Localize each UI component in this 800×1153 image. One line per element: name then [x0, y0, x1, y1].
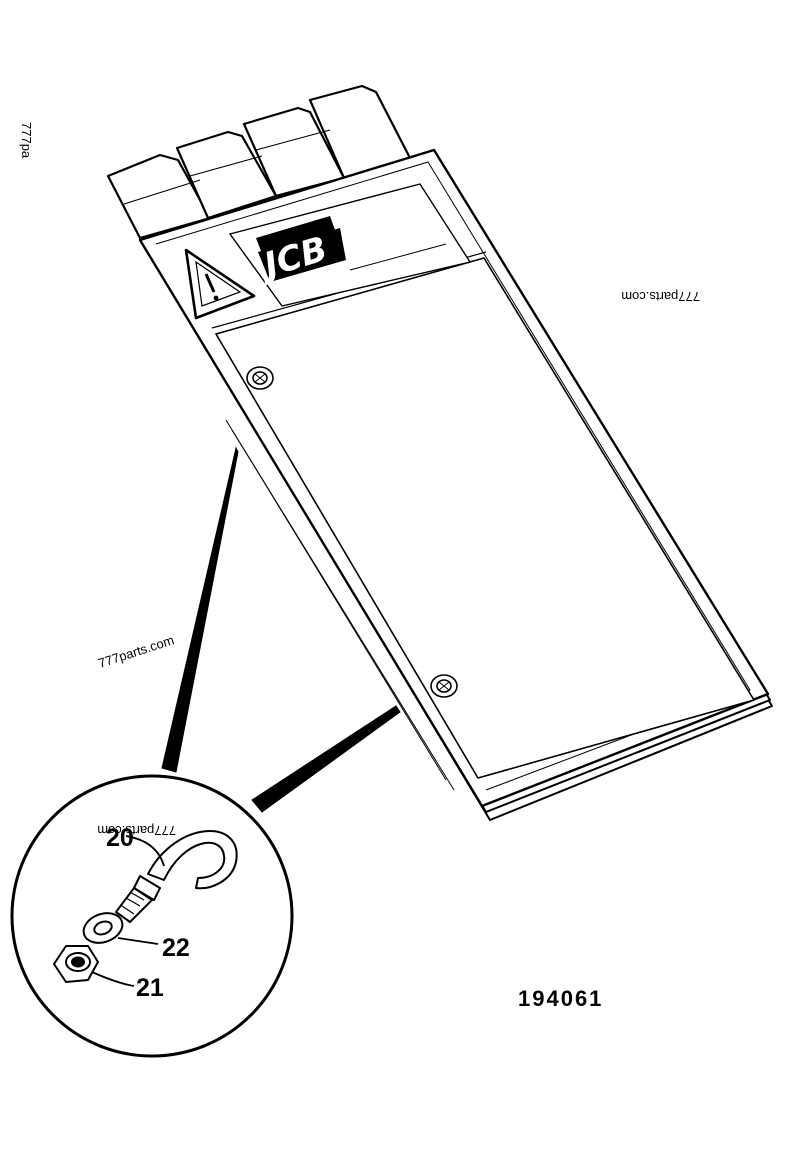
nut-part-21: [53, 945, 99, 983]
screw-lower: [430, 674, 458, 698]
callout-leader-22: [117, 937, 159, 945]
washer-part-22: [82, 912, 124, 944]
callout-leader-21: [91, 971, 135, 987]
hook-bolt-part-20: [115, 830, 238, 923]
callout-21: 21: [136, 974, 164, 1002]
watermark-detail: 777parts.com: [97, 823, 176, 838]
detail-leader-lines: [161, 446, 401, 813]
callout-leader-20: [125, 835, 165, 867]
jcb-logo: JCB: [228, 183, 472, 307]
watermark-edge: 777pa: [19, 122, 34, 159]
watermark-left: 777parts.com: [96, 632, 176, 671]
detail-circle: 20 21 22: [10, 774, 294, 1058]
screw-upper: [246, 366, 274, 390]
drawing-number: 194061: [518, 986, 603, 1011]
plate-tabs: [106, 84, 412, 240]
warning-triangle-icon: [184, 248, 256, 320]
callout-20: 20: [106, 824, 134, 852]
callout-22: 22: [162, 934, 190, 962]
watermark-right: 777parts.com: [621, 289, 700, 304]
plate-body: [138, 148, 773, 821]
